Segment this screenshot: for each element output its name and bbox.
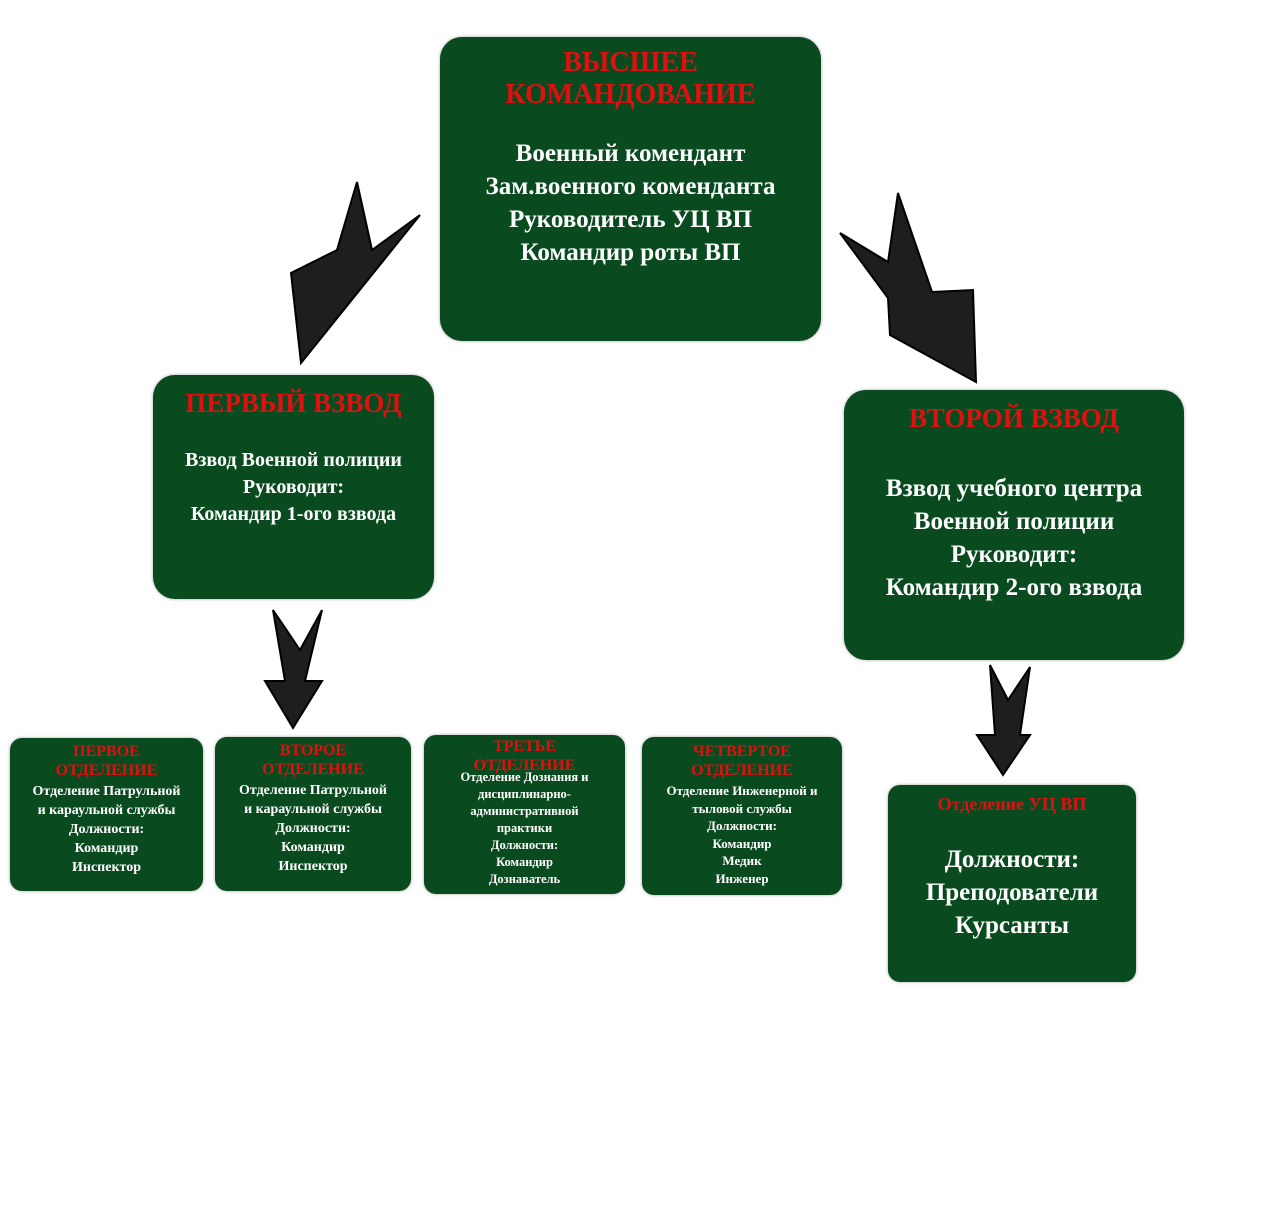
squad-uc-text: Должности: Преподователи Курсанты — [888, 843, 1136, 942]
text-line: Руководит: — [950, 541, 1078, 568]
text-line: Преподователи — [925, 879, 1099, 906]
title-line: ВЫСШЕЕ — [563, 47, 698, 78]
title-line: ПЕРВОЕ — [73, 743, 140, 760]
text-line: Руководитель УЦ ВП — [509, 206, 752, 233]
text-line: Военной полиции — [913, 508, 1115, 535]
title-line: ОТДЕЛЕНИЕ — [55, 762, 158, 779]
top-command-box: ВЫСШЕЕ КОМАНДОВАНИЕ Военный комендант За… — [440, 37, 821, 341]
text-line: и караульной службы — [244, 802, 382, 817]
top-command-title: ВЫСШЕЕ КОМАНДОВАНИЕ — [440, 37, 821, 111]
squad1-title: ПЕРВОЕ ОТДЕЛЕНИЕ — [10, 738, 203, 780]
title-line: ЧЕТВЕРТОЕ — [693, 743, 791, 760]
platoon1-title: ПЕРВЫЙ ВЗВОД — [185, 388, 402, 418]
platoon1-box: ПЕРВЫЙ ВЗВОД Взвод Военной полиции Руков… — [153, 375, 434, 599]
squad4-text: Отделение Инженерной и тыловой службы До… — [642, 782, 842, 887]
arrow-top-to-platoon1 — [289, 181, 421, 366]
squad2-title: ВТОРОЕ ОТДЕЛЕНИЕ — [215, 737, 411, 779]
title-line: ОТДЕЛЕНИЕ — [691, 762, 793, 779]
platoon2-box: ВТОРОЙ ВЗВОД Взвод учебного центра Военн… — [844, 390, 1184, 660]
text-line: дисциплинарно- — [478, 787, 571, 801]
title-line: ОТДЕЛЕНИЕ — [262, 761, 364, 778]
squad2-text: Отделение Патрульной и караульной службы… — [215, 781, 411, 876]
text-line: Отделение Дознания и — [460, 770, 589, 784]
text-line: административной — [470, 804, 579, 818]
title-line: КОМАНДОВАНИЕ — [505, 79, 756, 110]
text-line: Инспектор — [72, 860, 141, 875]
text-line: Командир — [712, 835, 772, 851]
title-line: ОТДЕЛЕНИЕ — [473, 757, 576, 774]
text-line: Военный комендант — [515, 140, 746, 167]
squad1-box: ПЕРВОЕ ОТДЕЛЕНИЕ Отделение Патрульной и … — [10, 738, 203, 891]
squad-uc-box: Отделение УЦ ВП Должности: Преподователи… — [888, 785, 1136, 982]
text-line: Отделение Патрульной — [32, 784, 181, 799]
text-line: Медик — [722, 853, 762, 868]
text-line: Должности: — [707, 818, 777, 833]
platoon2-text: Взвод учебного центра Военной полиции Ру… — [844, 472, 1184, 604]
text-line: Отделение Патрульной — [238, 783, 387, 798]
text-line: Инженер — [715, 870, 769, 886]
text-line: Руководит: — [242, 476, 345, 498]
text-line: и караульной службы — [37, 803, 176, 818]
text-line: Командир роты ВП — [520, 239, 741, 266]
squad3-text: Отделение Дознания и дисциплинарно- адми… — [424, 769, 625, 888]
text-line: Должности: — [944, 846, 1080, 873]
text-line: Взвод Военной полиции — [185, 449, 402, 471]
text-line: Зам.военного коменданта — [485, 173, 776, 200]
platoon2-title: ВТОРОЙ ВЗВОД — [909, 403, 1119, 433]
text-line: практики — [496, 821, 553, 835]
text-line: Командир — [281, 840, 345, 855]
title-line: ВТОРОЕ — [279, 742, 347, 759]
title-line: ТРЕТЬЕ — [492, 738, 557, 755]
text-line: Должности: — [275, 821, 351, 836]
top-command-text: Военный комендант Зам.военного комендант… — [440, 137, 821, 269]
squad1-text: Отделение Патрульной и караульной службы… — [10, 782, 203, 877]
squad3-title: ТРЕТЬЕ ОТДЕЛЕНИЕ — [424, 735, 625, 775]
text-line: Курсанты — [954, 912, 1069, 939]
text-line: Командир 2-ого взвода — [885, 574, 1143, 601]
text-line: Дознаватель — [488, 872, 561, 886]
text-line: Взвод учебного центра — [885, 475, 1143, 502]
text-line: Должности: — [490, 838, 559, 852]
squad3-box: ТРЕТЬЕ ОТДЕЛЕНИЕ Отделение Дознания и ди… — [424, 735, 625, 894]
arrow-top-to-platoon2 — [839, 192, 978, 384]
squad2-box: ВТОРОЕ ОТДЕЛЕНИЕ Отделение Патрульной и … — [215, 737, 411, 891]
arrow-platoon1-to-squads — [263, 609, 324, 730]
text-line: Командир — [496, 855, 553, 869]
text-line: Командир — [74, 841, 139, 856]
text-line: Командир 1-ого взвода — [190, 503, 397, 525]
squad4-box: ЧЕТВЕРТОЕ ОТДЕЛЕНИЕ Отделение Инженерной… — [642, 737, 842, 895]
squad-uc-title: Отделение УЦ ВП — [937, 794, 1087, 814]
arrow-platoon2-to-uc — [975, 664, 1032, 777]
text-line: Должности: — [68, 822, 145, 837]
text-line: Отделение Инженерной и — [666, 783, 818, 798]
platoon1-text: Взвод Военной полиции Руководит: Команди… — [153, 447, 434, 528]
text-line: тыловой службы — [692, 800, 792, 816]
text-line: Инспектор — [278, 859, 348, 874]
squad4-title: ЧЕТВЕРТОЕ ОТДЕЛЕНИЕ — [642, 737, 842, 780]
